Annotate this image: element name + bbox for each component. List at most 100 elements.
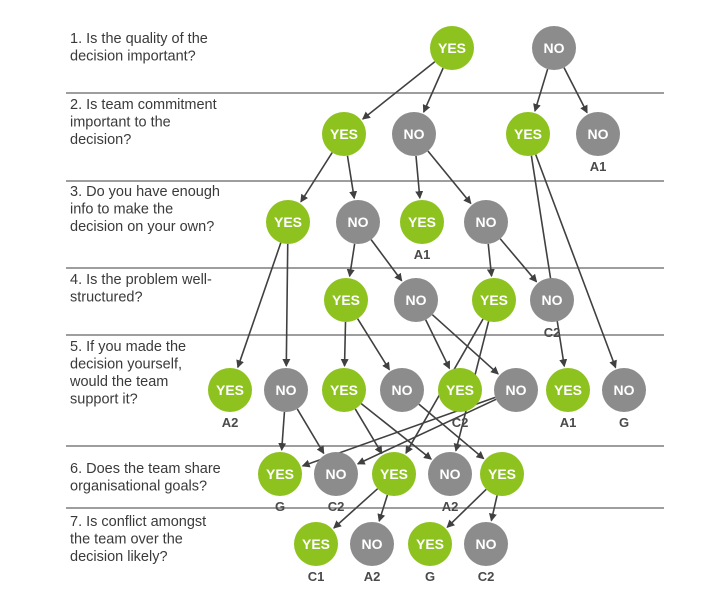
node-q2-yes-b-circle — [506, 112, 550, 156]
outcome-q7-no-a: A2 — [364, 569, 381, 584]
node-q5-yes-a-label: YES — [216, 382, 244, 398]
node-q5-no-c-circle — [494, 368, 538, 412]
node-q2-yes-a: YES — [322, 112, 366, 156]
node-q5-no-d-circle — [602, 368, 646, 412]
outcome-q7-yes-b: G — [425, 569, 435, 584]
outcome-q3-yes-b: A1 — [414, 247, 431, 262]
node-q1-yes-circle — [430, 26, 474, 70]
node-q6-yes-b-circle — [372, 452, 416, 496]
outcome-q5-no-d: G — [619, 415, 629, 430]
node-q3-no-b-circle — [464, 200, 508, 244]
question-2-line-2: important to the — [70, 115, 171, 131]
node-q4-no-a: NO — [394, 278, 438, 322]
outcome-q7-yes-a: C1 — [308, 569, 325, 584]
arrow-q5-yes-b-to-q6-yes-b — [354, 408, 383, 455]
question-5-line-2: decision yourself, — [70, 357, 182, 373]
node-q3-yes-a: YES — [266, 200, 310, 244]
arrow-q5-no-c-to-q6-no-a — [356, 398, 497, 465]
node-q7-yes-b-label: YES — [416, 536, 444, 552]
question-list: 1. Is the quality of the decision importa… — [69, 31, 221, 565]
node-q2-yes-a-label: YES — [330, 126, 358, 142]
question-5-line-1: 5. If you made the — [70, 339, 186, 355]
question-4-line-2: structured? — [70, 290, 143, 306]
node-q4-yes-a: YES — [324, 278, 368, 322]
node-q3-no-a-label: NO — [348, 214, 369, 230]
node-q5-yes-d-label: YES — [554, 382, 582, 398]
connector-arrows — [236, 61, 617, 529]
node-q1-no: NO — [532, 26, 576, 70]
question-5-line-4: support it? — [70, 392, 138, 408]
arrow-q1-no-to-q2-no-b — [563, 67, 588, 114]
node-q5-no-c: NO — [494, 368, 538, 412]
node-q5-no-b: NO — [380, 368, 424, 412]
node-q5-yes-c-label: YES — [446, 382, 474, 398]
node-q2-no-a-label: NO — [404, 126, 425, 142]
node-q2-no-a-circle — [392, 112, 436, 156]
node-q3-yes-a-circle — [266, 200, 310, 244]
node-q5-yes-b-circle — [322, 368, 366, 412]
arrow-q4-yes-a-to-q5-no-b — [356, 318, 390, 371]
outcome-q6-yes-a: G — [275, 499, 285, 514]
question-1-line-2: decision important? — [70, 49, 196, 65]
node-q6-yes-a-label: YES — [266, 466, 294, 482]
arrow-q3-no-b-to-q4-yes-b — [486, 243, 495, 278]
node-q6-yes-b-label: YES — [380, 466, 408, 482]
node-q4-no-b-circle — [530, 278, 574, 322]
question-4: 4. Is the problem well-structured? — [70, 272, 212, 306]
arrow-q3-yes-a-to-q5-no-a — [282, 243, 291, 368]
arrow-q6-yes-b-to-q7-yes-a — [333, 488, 379, 529]
node-q6-yes-c: YES — [480, 452, 524, 496]
arrow-q3-no-b-to-q4-no-b — [499, 238, 538, 283]
arrow-q5-yes-b-to-q6-no-b — [360, 403, 432, 460]
node-q5-no-b-label: NO — [392, 382, 413, 398]
node-q4-yes-b-circle — [472, 278, 516, 322]
question-7-line-2: the team over the — [70, 532, 183, 548]
node-q6-yes-b: YES — [372, 452, 416, 496]
node-q7-yes-b-circle — [408, 522, 452, 566]
node-q4-no-a-circle — [394, 278, 438, 322]
arrow-q5-no-b-to-q6-yes-c — [418, 403, 485, 460]
arrow-q2-yes-b-to-q5-yes-d — [530, 155, 568, 368]
node-q7-yes-a-label: YES — [302, 536, 330, 552]
question-3-line-2: info to make the — [70, 202, 173, 218]
question-1-line-1: 1. Is the quality of the — [70, 31, 208, 47]
node-q5-yes-c-circle — [438, 368, 482, 412]
arrow-q5-no-a-to-q6-yes-a — [278, 411, 287, 452]
node-q7-no-a-label: NO — [362, 536, 383, 552]
node-q6-no-a-label: NO — [326, 466, 347, 482]
node-q5-yes-c: YES C2 — [438, 368, 482, 430]
arrow-q2-no-a-to-q3-yes-b — [415, 155, 424, 200]
arrow-q1-yes-to-q2-no-a — [422, 67, 444, 113]
node-q1-yes-label: YES — [438, 40, 466, 56]
arrow-q3-no-a-to-q4-yes-a — [346, 243, 356, 278]
node-q3-yes-b-circle — [400, 200, 444, 244]
node-q1-no-label: NO — [544, 40, 565, 56]
node-q3-yes-b: YES A1 — [400, 200, 444, 262]
node-q5-no-c-label: NO — [506, 382, 527, 398]
node-q1-yes: YES — [430, 26, 474, 70]
arrow-q4-yes-a-to-q5-yes-b — [340, 321, 349, 368]
node-q2-yes-b-label: YES — [514, 126, 542, 142]
arrow-q2-yes-a-to-q3-no-a — [346, 155, 358, 200]
outcome-q5-yes-c: C2 — [452, 415, 469, 430]
node-q3-yes-b-label: YES — [408, 214, 436, 230]
node-q6-yes-a-circle — [258, 452, 302, 496]
node-q2-yes-a-circle — [322, 112, 366, 156]
node-q5-yes-d-circle — [546, 368, 590, 412]
node-q6-no-a-circle — [314, 452, 358, 496]
node-q4-yes-b: YES — [472, 278, 516, 322]
node-q2-no-b-label: NO — [588, 126, 609, 142]
node-q2-no-a: NO — [392, 112, 436, 156]
node-q6-yes-a: YES G — [258, 452, 302, 514]
node-q6-no-b-label: NO — [440, 466, 461, 482]
node-q3-no-a: NO — [336, 200, 380, 244]
arrow-q3-yes-a-to-q5-yes-a — [236, 242, 282, 369]
node-q5-no-d: NOG — [602, 368, 646, 430]
